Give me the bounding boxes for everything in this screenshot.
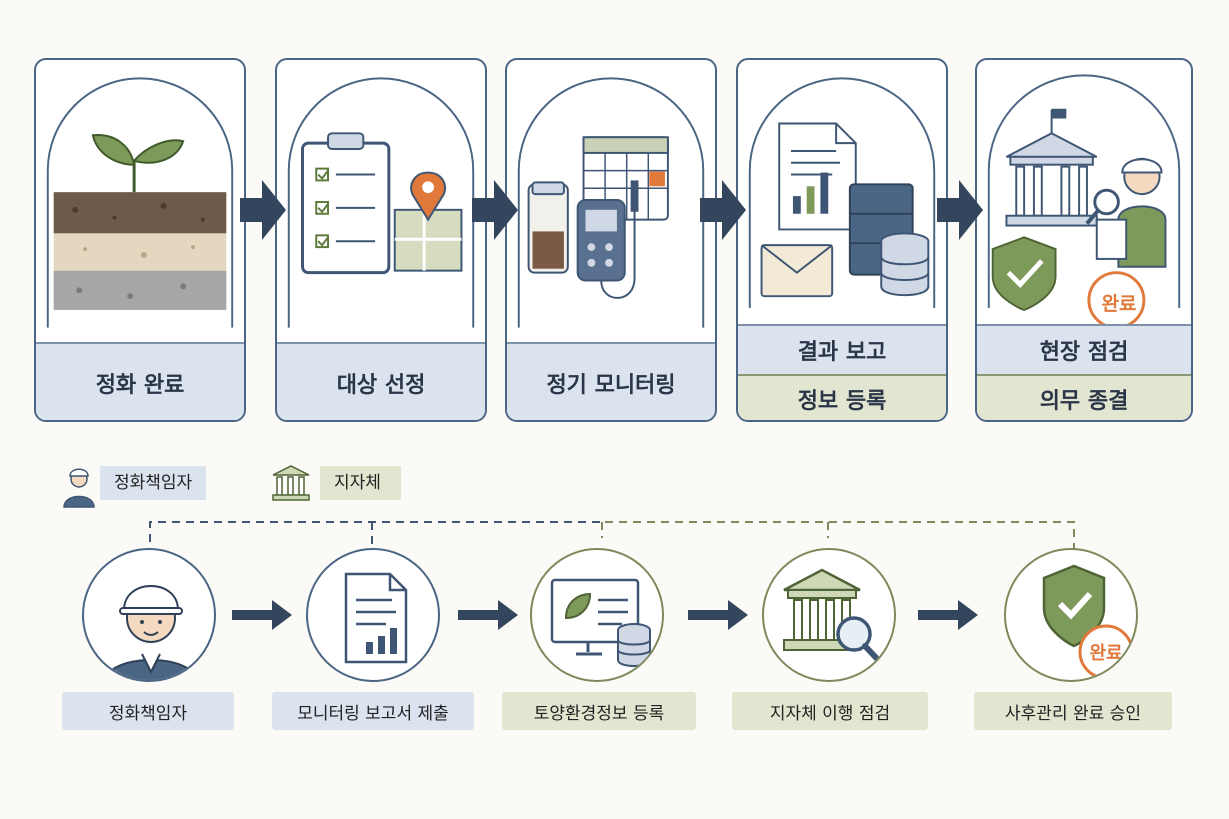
- step-label: 사후관리 완료 승인: [974, 692, 1172, 730]
- card-site-inspection: 완료 현장 점검 의무 종결: [975, 58, 1193, 422]
- step-completion-approval: 완료: [1004, 548, 1138, 682]
- arrow-right-icon: [918, 600, 978, 630]
- card-label-bottom: 정보 등록: [738, 374, 946, 420]
- arrow-right-icon: [472, 180, 518, 240]
- government-building-icon: [272, 465, 310, 501]
- sample-jar-meter-calendar-icon: [517, 77, 705, 328]
- card-cleanup-complete: 정화 완료: [34, 58, 246, 422]
- report-document-icon: [344, 572, 408, 664]
- step-report-submit: [306, 548, 440, 682]
- complete-badge: 완료: [1089, 643, 1123, 664]
- report-mail-database-icon: [748, 77, 936, 308]
- legend-label: 지자체: [320, 466, 401, 500]
- legend-label: 정화책임자: [100, 466, 207, 500]
- arrow-right-icon: [458, 600, 518, 630]
- complete-badge: 완료: [1101, 292, 1137, 315]
- monitor-database-icon: [550, 578, 651, 667]
- card-report-register: 결과 보고 정보 등록: [736, 58, 948, 422]
- arrow-right-icon: [232, 600, 292, 630]
- step-label: 지자체 이행 점검: [732, 692, 928, 730]
- card-target-selection: 대상 선정: [275, 58, 487, 422]
- soil-layers-sprout-icon: [46, 77, 234, 328]
- step-label: 모니터링 보고서 제출: [272, 692, 474, 730]
- card-label-top: 현장 점검: [977, 324, 1191, 374]
- card-regular-monitoring: 정기 모니터링: [505, 58, 717, 422]
- worker-avatar-icon: [103, 585, 199, 680]
- card-label-bottom: 의무 종결: [977, 374, 1191, 420]
- worker-icon: [63, 468, 95, 508]
- arrow-right-icon: [700, 180, 746, 240]
- step-government-inspection: [762, 548, 896, 682]
- card-label: 정기 모니터링: [507, 342, 715, 420]
- legend-item-local-government: 지자체: [268, 464, 418, 502]
- arrow-right-icon: [240, 180, 286, 240]
- legend-item-responsible-party: 정화책임자: [56, 464, 236, 508]
- clipboard-map-pin-icon: [287, 77, 475, 328]
- step-responsible-party: [82, 548, 216, 682]
- arrow-right-icon: [937, 180, 983, 240]
- building-magnifier-icon: [783, 568, 885, 667]
- step-label: 정화책임자: [62, 692, 234, 730]
- arrow-right-icon: [688, 600, 748, 630]
- card-label: 정화 완료: [36, 342, 244, 420]
- step-soil-info-register: [530, 548, 664, 682]
- building-inspector-shield-icon: [987, 74, 1181, 330]
- card-label-top: 결과 보고: [738, 324, 946, 374]
- step-label: 토양환경정보 등록: [502, 692, 696, 730]
- card-label: 대상 선정: [277, 342, 485, 420]
